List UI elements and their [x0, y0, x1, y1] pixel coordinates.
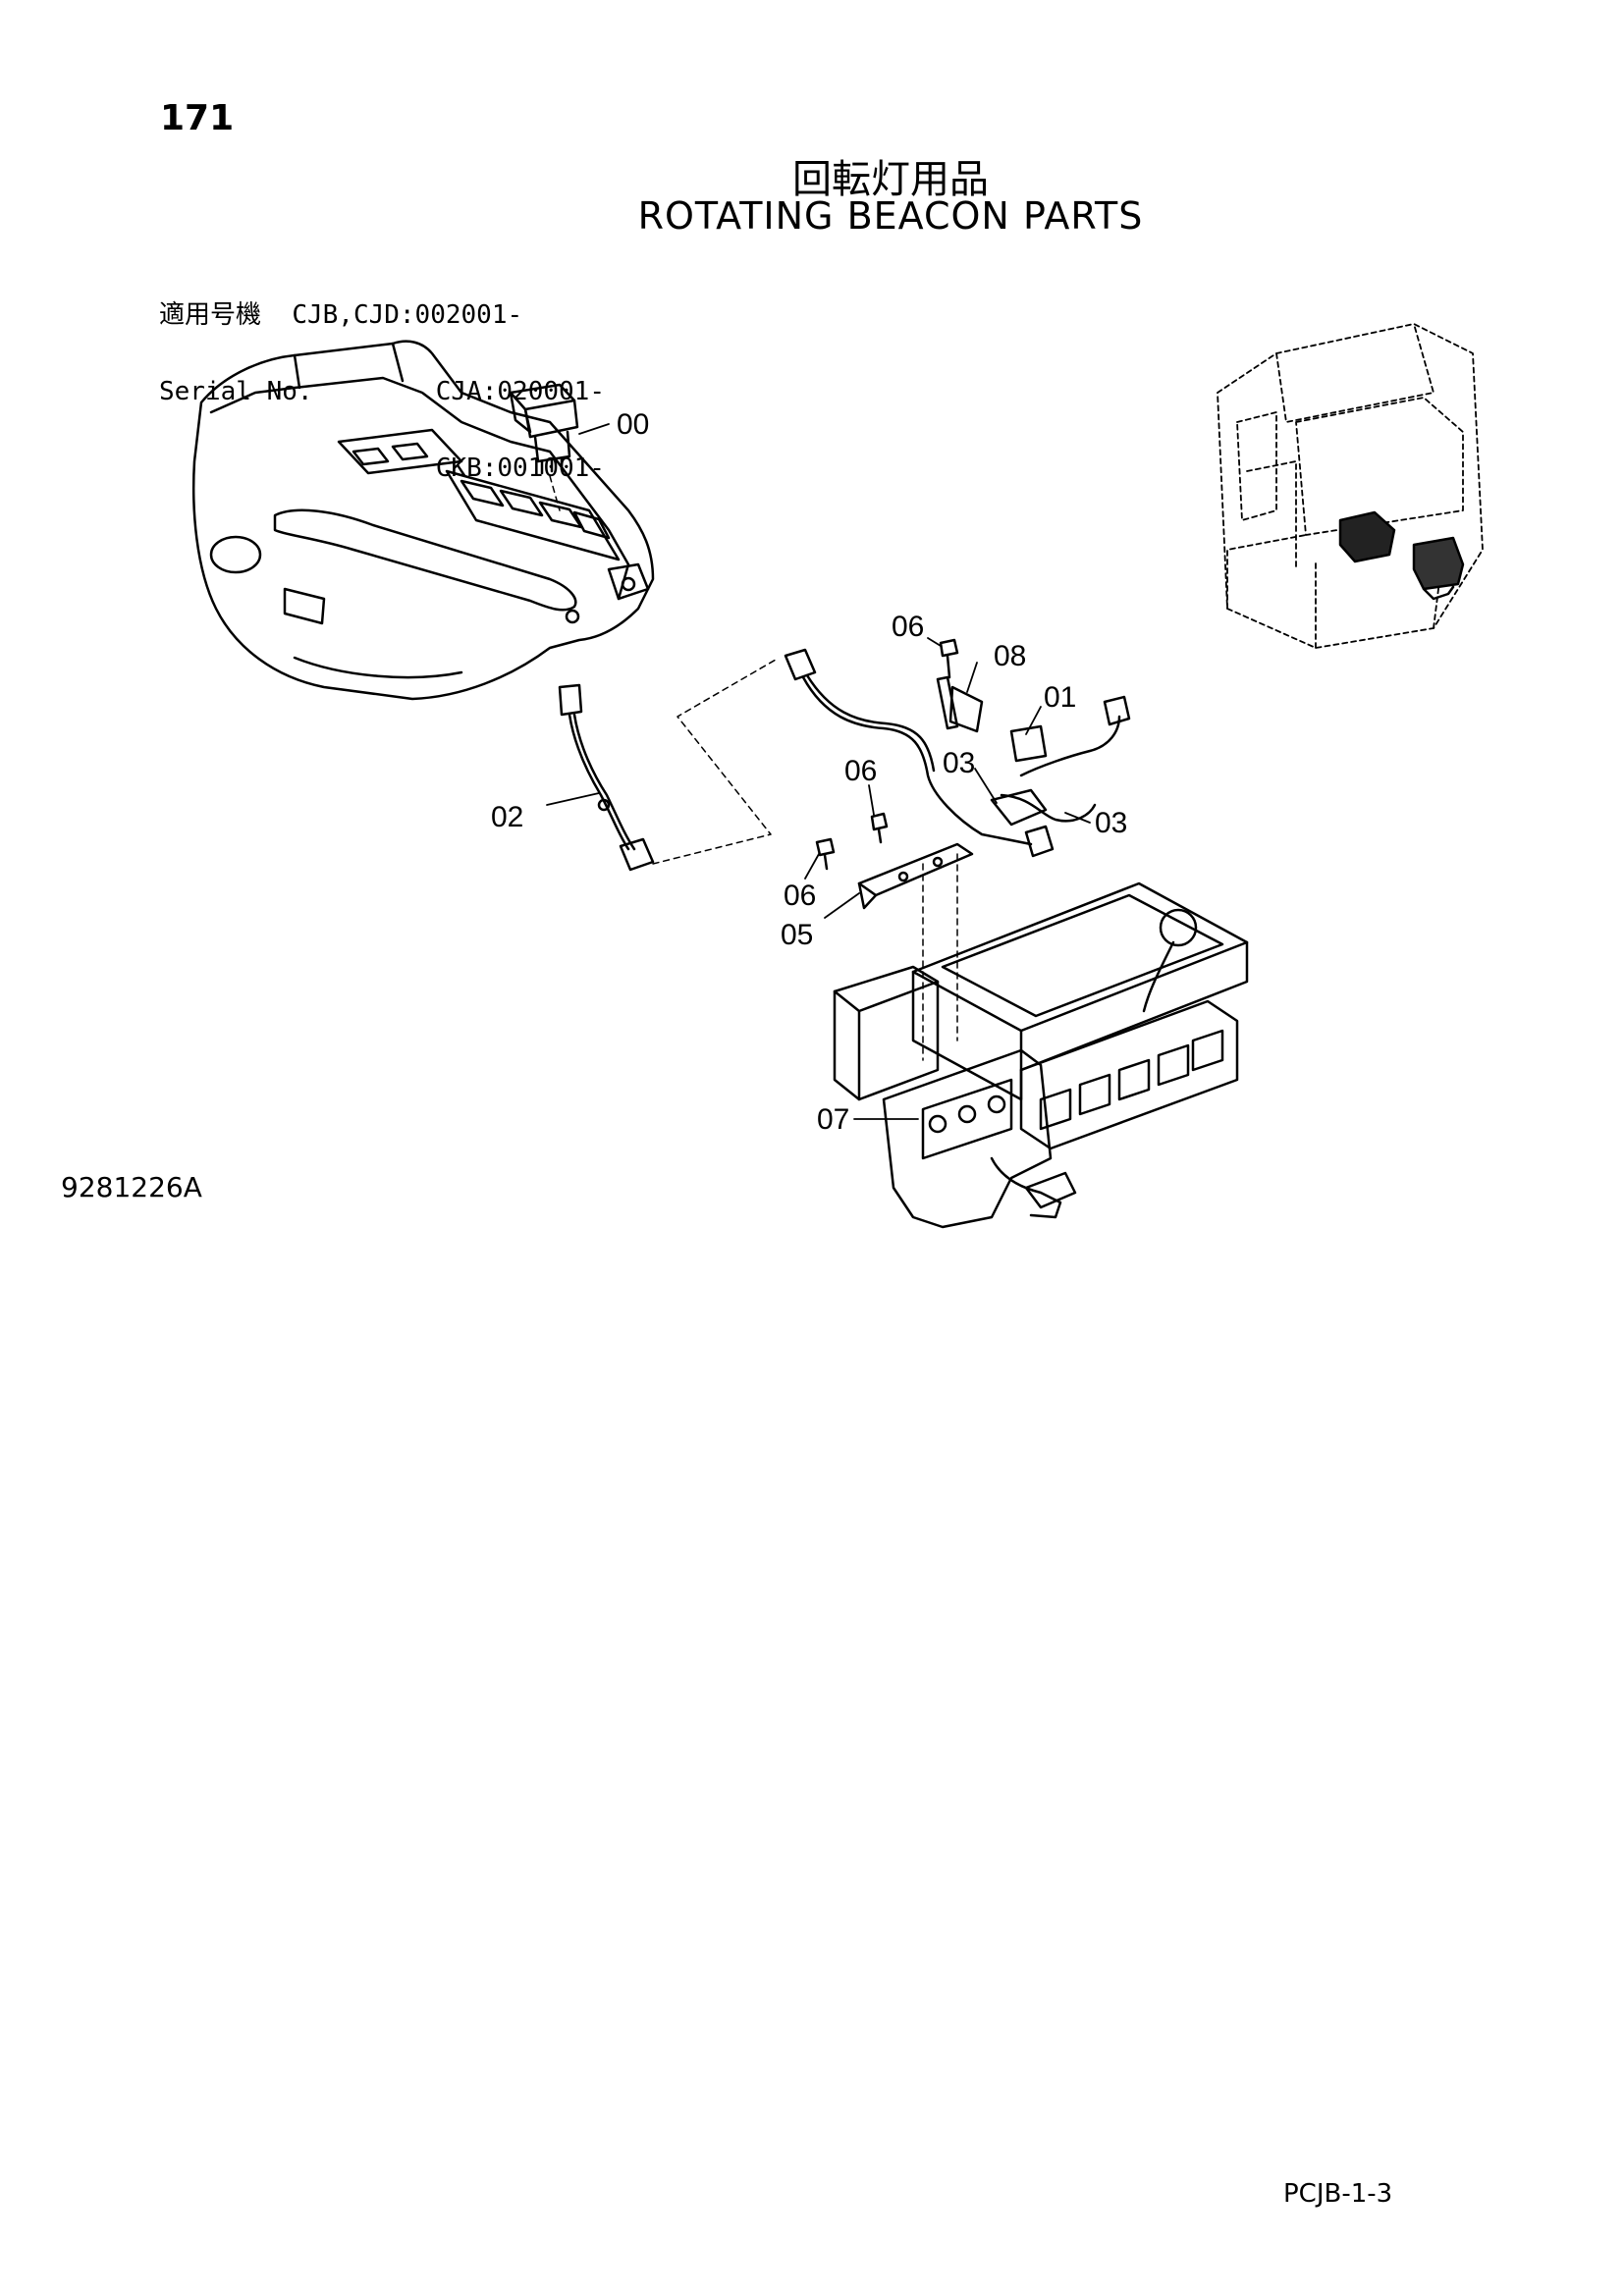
- callout-00: 00: [617, 408, 649, 441]
- cab-location-view: [1217, 323, 1484, 649]
- switch-panel-console: [191, 340, 655, 701]
- harness-02: [558, 683, 655, 872]
- callout-06-middle: 06: [844, 755, 877, 787]
- title-english: ROTATING BEACON PARTS: [637, 194, 1144, 238]
- routing-line: [652, 659, 777, 865]
- leader-lines: [546, 423, 1091, 1120]
- rocker-switch: [509, 383, 579, 511]
- callout-07: 07: [817, 1103, 849, 1136]
- bolt-06-middle: [870, 812, 889, 844]
- callout-02: 02: [491, 801, 523, 833]
- footer-code: PCJB-1-3: [1283, 2179, 1393, 2209]
- serial-applicability: 適用号機 CJB,CJD:002001- Serial No. CJA:0200…: [159, 251, 605, 507]
- bracket-plate-05: [857, 842, 974, 1061]
- exploded-parts-diagram: 00 01 02 03 03 05 06 06 06 07 08: [191, 323, 1484, 1229]
- page-number: 171: [160, 98, 235, 138]
- harness-01: [784, 648, 1131, 858]
- title-japanese: 回転灯用品: [792, 157, 989, 202]
- callout-06-upper: 06: [892, 611, 924, 643]
- callout-08: 08: [994, 640, 1026, 672]
- serial-label-en: Serial No.: [159, 377, 313, 406]
- callout-05: 05: [781, 919, 813, 951]
- serial-range-1: CJB,CJD:002001-: [292, 300, 523, 330]
- callout-03a: 03: [943, 747, 975, 779]
- callout-01: 01: [1044, 681, 1076, 714]
- drawing-id: 9281226A: [61, 1171, 202, 1203]
- callout-06-lower: 06: [784, 880, 816, 912]
- bolt-06-lower: [815, 837, 836, 871]
- controller-and-fuse-box: [833, 881, 1249, 1229]
- cab-console-highlight: [1338, 510, 1465, 601]
- bolt-06-upper: [939, 638, 959, 679]
- relay-bracket-08: [936, 675, 1048, 763]
- serial-label-jp: 適用号機: [159, 300, 262, 330]
- callout-03b: 03: [1095, 807, 1127, 839]
